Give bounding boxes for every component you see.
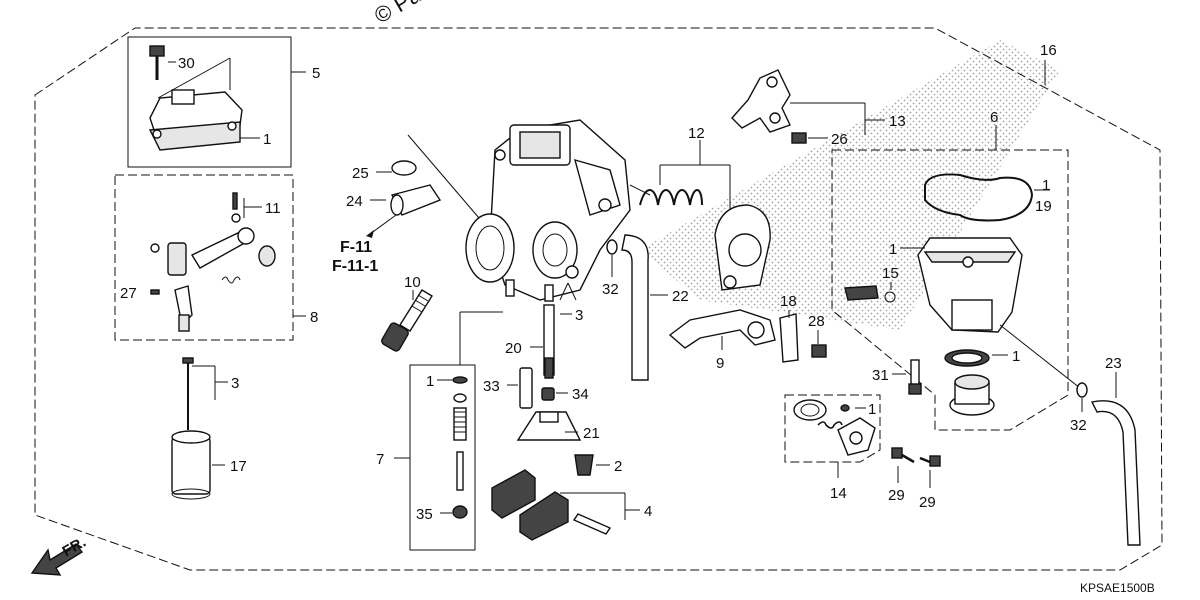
callout-22: 22	[672, 288, 689, 305]
front-direction-arrow	[30, 543, 84, 576]
callout-32a: 32	[602, 281, 619, 298]
jet-34	[541, 387, 555, 401]
diagram-code: KPSAE1500B	[1080, 581, 1155, 595]
drain-hose-22	[621, 234, 649, 381]
box-group-5	[127, 36, 292, 168]
vent-hose-24	[390, 184, 442, 216]
callout-19: 19	[1035, 198, 1052, 215]
box-group-8	[114, 174, 294, 341]
callout-15: 15	[882, 265, 899, 282]
throttle-drum	[714, 204, 771, 291]
throttle-slide	[171, 430, 211, 500]
drain-screw-15	[844, 285, 896, 303]
callout-6: 6	[990, 109, 998, 126]
callout-1c: 1	[1042, 177, 1050, 194]
choke-linkage	[150, 192, 276, 332]
callout-30: 30	[178, 55, 195, 72]
copyright-text: © Pa	[370, 0, 426, 28]
o-ring	[944, 349, 990, 367]
callout-1f: 1	[868, 401, 876, 418]
carburetor-top-cap	[148, 89, 243, 151]
throttle-stop-bracket-13	[731, 69, 791, 133]
callout-5: 5	[312, 65, 320, 82]
callout-29a: 29	[888, 487, 905, 504]
screw-31	[908, 359, 922, 395]
jet-needle	[182, 357, 194, 430]
callout-24: 24	[346, 193, 363, 210]
box-group-14	[784, 394, 881, 463]
callout-1e: 1	[1012, 348, 1020, 365]
overflow-hose-23	[1090, 400, 1141, 546]
float-chamber	[917, 237, 1023, 333]
assembly-outline	[34, 27, 1163, 571]
callout-34: 34	[572, 386, 589, 403]
callout-8: 8	[310, 309, 318, 326]
bracket-18	[779, 313, 799, 363]
callout-20: 20	[505, 340, 522, 357]
callout-16: 16	[1040, 42, 1057, 59]
callout-26: 26	[831, 131, 848, 148]
callout-1a: 1	[263, 131, 271, 148]
callout-25: 25	[352, 165, 369, 182]
drain-plug	[949, 374, 995, 416]
screw-29a	[891, 447, 915, 464]
callout-2: 2	[614, 458, 622, 475]
clip-32b	[1076, 382, 1088, 398]
screw-30	[149, 45, 165, 80]
callout-28: 28	[808, 313, 825, 330]
callout-3b: 3	[575, 307, 583, 324]
callout-33: 33	[483, 378, 500, 395]
callout-3a: 3	[231, 375, 239, 392]
gasket-19	[924, 173, 1034, 222]
callout-23: 23	[1105, 355, 1122, 372]
callout-1d: 1	[889, 241, 897, 258]
carburetor-body	[465, 119, 631, 302]
rubber-cap-4	[491, 469, 612, 541]
needle-jet-20	[543, 304, 555, 379]
callout-12: 12	[688, 125, 705, 142]
air-screw-set	[452, 376, 468, 519]
callout-1b: 1	[426, 373, 434, 390]
callout-13: 13	[889, 113, 906, 130]
callout-17: 17	[230, 458, 247, 475]
screw-28	[811, 344, 827, 358]
screw-29b	[919, 455, 941, 467]
callout-10: 10	[404, 274, 421, 291]
pilot-screw-10	[381, 289, 433, 352]
callout-35: 35	[416, 506, 433, 523]
ref-f-11-1: F-11-1	[332, 258, 378, 275]
callout-4: 4	[644, 503, 652, 520]
callout-31: 31	[872, 367, 889, 384]
accelerator-pump	[793, 399, 876, 456]
main-jet-33	[519, 367, 533, 409]
ref-f-11: F-11	[340, 239, 372, 256]
callout-32b: 32	[1070, 417, 1087, 434]
callout-21: 21	[583, 425, 600, 442]
float-21	[516, 411, 582, 441]
box-group-6	[831, 149, 1069, 431]
clip-25	[391, 160, 417, 176]
screw-26	[791, 132, 807, 144]
callout-18: 18	[780, 293, 797, 310]
callout-11: 11	[265, 200, 281, 217]
callout-14: 14	[830, 485, 847, 502]
callout-29b: 29	[919, 494, 936, 511]
callout-7: 7	[376, 451, 384, 468]
throttle-spring	[639, 189, 703, 206]
clip-32a	[606, 239, 618, 255]
cable-bracket-9	[668, 309, 776, 349]
callout-9: 9	[716, 355, 724, 372]
callout-27: 27	[120, 285, 137, 302]
float-valve-2	[574, 454, 594, 476]
